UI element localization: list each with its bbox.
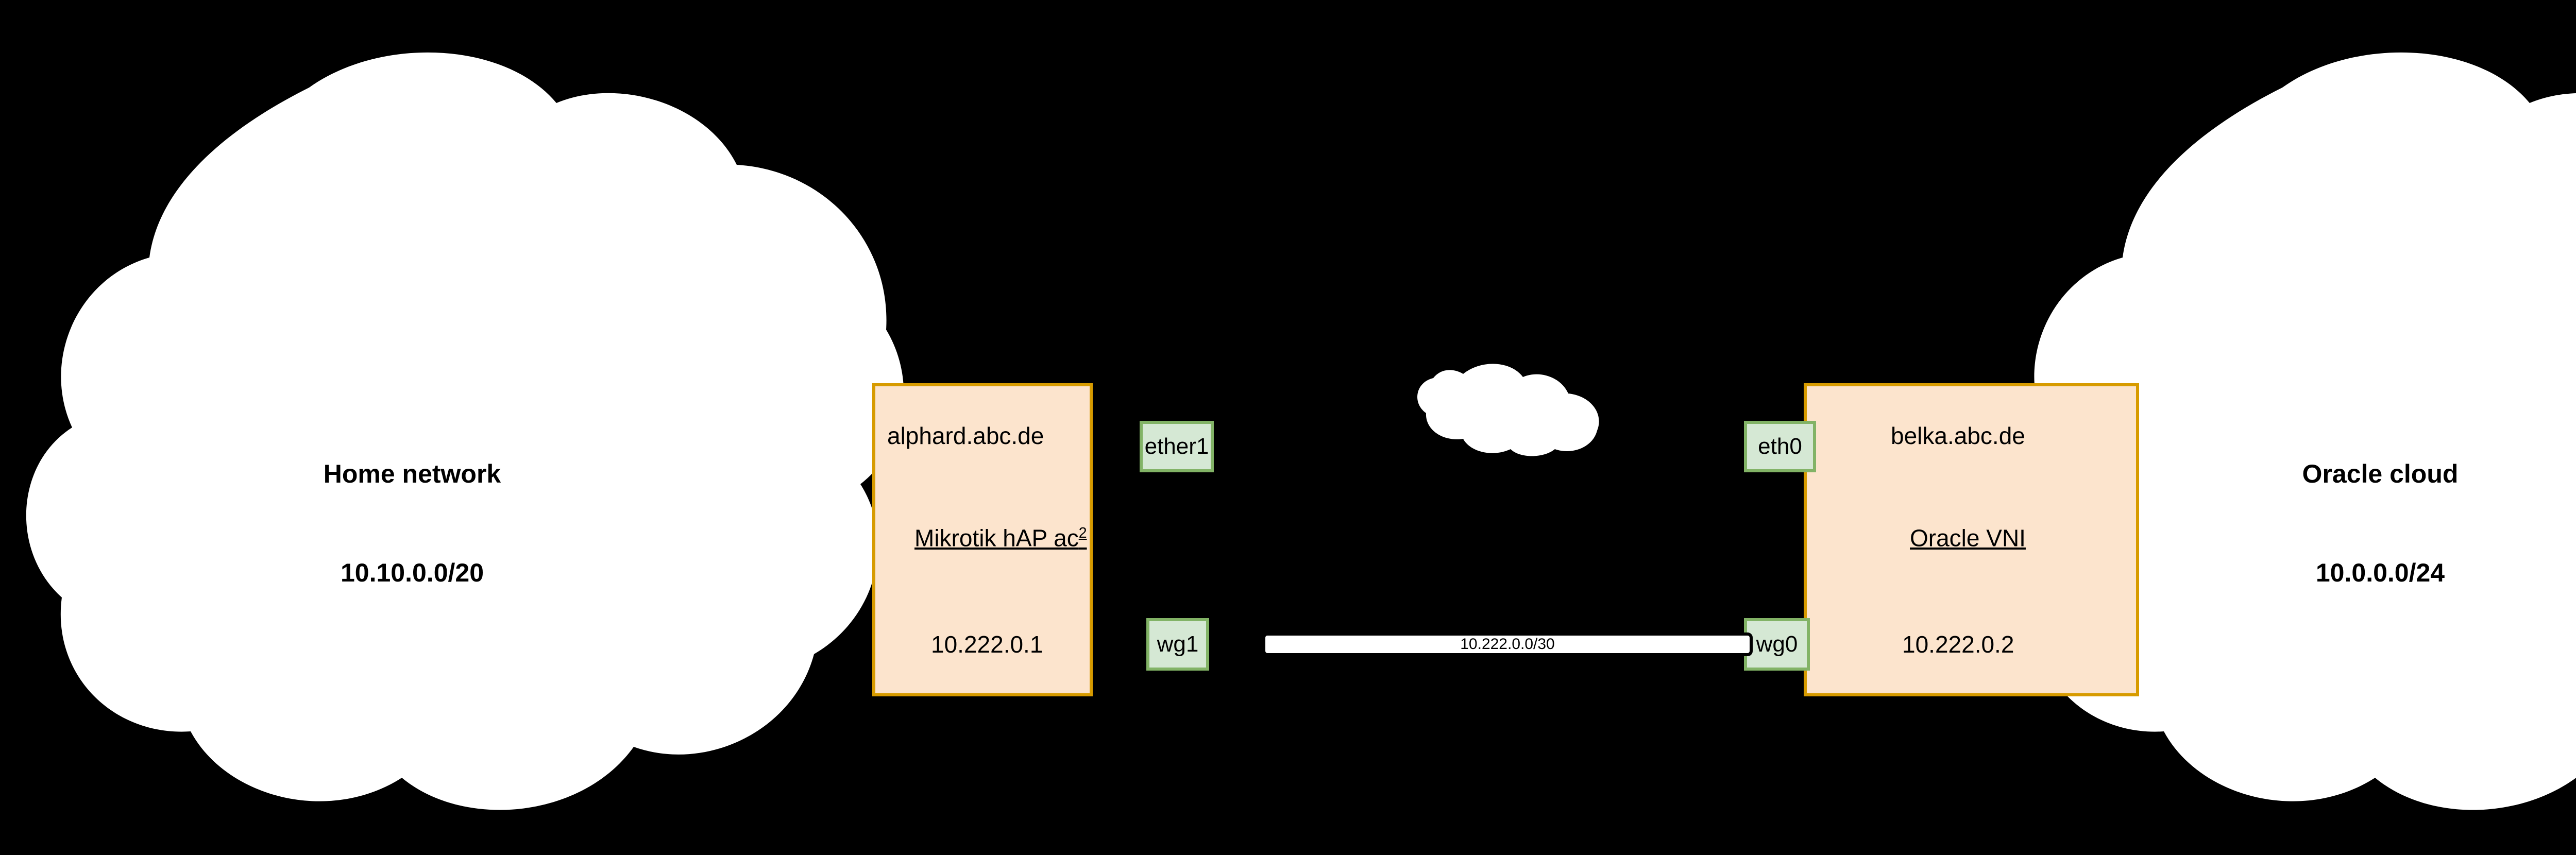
mikrotik-ip: 10.222.0.1 bbox=[931, 631, 1043, 658]
mikrotik-model-superscript: 2 bbox=[1078, 525, 1087, 541]
mikrotik-router-box[interactable] bbox=[872, 383, 1093, 696]
mikrotik-hostname: alphard.abc.de bbox=[887, 422, 1044, 449]
mikrotik-model-text: Mikrotik hAP ac bbox=[914, 524, 1079, 552]
home-network-cloud-shape bbox=[26, 52, 904, 810]
oracle-vni-ip: 10.222.0.2 bbox=[1902, 631, 2014, 658]
internet-cloud-shape bbox=[1417, 364, 1599, 456]
oracle-vni-router-box[interactable] bbox=[1804, 383, 2139, 696]
wireguard-tunnel-link[interactable] bbox=[1262, 632, 1753, 656]
interface-wg1[interactable]: wg1 bbox=[1146, 618, 1209, 671]
interface-eth0-label: eth0 bbox=[1758, 434, 1802, 459]
interface-wg1-label: wg1 bbox=[1157, 631, 1199, 657]
oracle-vni-hostname: belka.abc.de bbox=[1891, 422, 2025, 449]
interface-wg0-label: wg0 bbox=[1756, 631, 1798, 657]
interface-ether1-label: ether1 bbox=[1144, 434, 1209, 459]
interface-eth0[interactable]: eth0 bbox=[1744, 421, 1816, 472]
interface-ether1[interactable]: ether1 bbox=[1140, 421, 1214, 472]
oracle-vni-model-text: Oracle VNI bbox=[1910, 524, 2026, 552]
internet-title: Internet bbox=[1459, 476, 1539, 504]
oracle-cloud-shape bbox=[1999, 52, 2576, 810]
oracle-vni-model: Oracle VNI bbox=[1910, 526, 2026, 550]
mikrotik-model: Mikrotik hAP ac2 bbox=[914, 526, 1087, 550]
interface-wg0[interactable]: wg0 bbox=[1744, 618, 1810, 671]
